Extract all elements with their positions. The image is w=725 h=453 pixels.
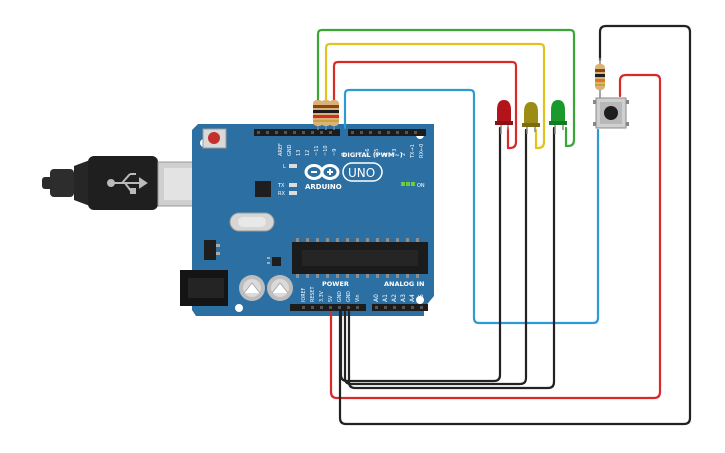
wire-red-5v[interactable]	[329, 73, 662, 400]
wire-blue[interactable]	[343, 88, 600, 325]
capacitor	[239, 275, 265, 301]
tx-led	[289, 183, 297, 187]
arduino-logo-icon	[304, 164, 340, 180]
a2-label: A2	[391, 294, 398, 302]
wire-black-led-green[interactable]	[347, 126, 556, 390]
pushbutton[interactable]	[593, 97, 629, 129]
led-yellow[interactable]	[522, 102, 540, 134]
reset-label: RESET	[310, 287, 316, 302]
resistor[interactable]	[321, 100, 331, 126]
rx-led-label: RX	[278, 191, 285, 197]
rx-led	[289, 191, 297, 195]
power-label: POWER	[322, 280, 349, 288]
pin-9-label: ~9	[332, 149, 338, 156]
svg-text:UNO: UNO	[348, 166, 375, 180]
l-led	[289, 164, 297, 168]
a4-label: A4	[409, 294, 416, 302]
usb-icon	[107, 173, 148, 194]
pin-8-label: 8	[341, 153, 347, 156]
wire-green[interactable]	[316, 28, 576, 148]
gnd2-label: GND	[346, 291, 352, 302]
a1-label: A1	[382, 294, 389, 302]
on-label: ON	[417, 183, 425, 189]
pin-2-label: 2	[401, 153, 407, 156]
pin-3-label: ~3	[392, 149, 398, 156]
a0-label: A0	[373, 294, 380, 302]
gnd1-label: GND	[337, 291, 343, 302]
pin-5-label: ~5	[374, 149, 380, 156]
resistor[interactable]	[329, 100, 339, 126]
pin-12-label: 12	[305, 150, 311, 156]
usb-chip	[255, 181, 271, 197]
wire-red-led[interactable]	[332, 60, 518, 150]
wire-black-led-yellow[interactable]	[343, 128, 528, 386]
led-red[interactable]	[495, 100, 513, 134]
ioref-label: IOREF	[301, 287, 307, 302]
analog-label: ANALOG IN	[384, 280, 424, 288]
wire-black-led-red[interactable]	[339, 126, 502, 383]
voltage-regulator	[204, 240, 216, 260]
atmega-chip	[292, 238, 428, 278]
pin-4-label: 4	[383, 153, 389, 156]
power-jack[interactable]	[180, 270, 228, 306]
a3-label: A3	[400, 294, 407, 302]
mount-hole	[235, 304, 243, 312]
tx-led-label: TX	[277, 183, 285, 189]
pin-7-label: 7	[356, 153, 362, 156]
power-header[interactable]	[290, 304, 366, 311]
pulldown-resistor[interactable]	[595, 58, 605, 100]
a5-label: A5	[418, 294, 425, 302]
pin-13-label: 13	[296, 150, 302, 156]
uno-badge: UNO	[342, 162, 383, 182]
vin-label: Vin	[355, 294, 361, 302]
brand-label: ARDUINO	[305, 183, 342, 191]
pin-6-label: ~6	[365, 149, 371, 156]
reset-button[interactable]	[202, 128, 227, 149]
analog-header[interactable]	[372, 304, 428, 311]
pin-11-label: ~11	[314, 145, 320, 156]
digital-header-left[interactable]	[254, 129, 340, 136]
resistor-array[interactable]	[313, 100, 339, 130]
arduino-board[interactable]: AREF GND 13 12 ~11 ~10 ~9 8 7 ~6 ~5 4 ~3…	[180, 124, 434, 316]
l-led-label: L	[283, 164, 286, 170]
on-led	[401, 182, 405, 186]
5v-label: 5V	[328, 295, 334, 302]
pin-10-label: ~10	[323, 145, 329, 156]
mount-hole	[416, 296, 424, 304]
led-green[interactable]	[549, 100, 567, 134]
tx-pin-label: TX→1	[410, 144, 416, 159]
gnd-label: GND	[287, 144, 293, 156]
wire-black-button[interactable]	[338, 24, 692, 426]
crystal	[229, 212, 275, 232]
rx-pin-label: RX←0	[419, 144, 425, 158]
capacitor	[267, 275, 293, 301]
small-chip	[272, 257, 281, 266]
wire-yellow[interactable]	[324, 42, 546, 150]
digital-label: DIGITAL (PWM~)	[342, 151, 403, 159]
3v3-label: 3.3V	[319, 290, 325, 302]
resistor[interactable]	[313, 100, 323, 126]
aref-label: AREF	[278, 143, 284, 156]
